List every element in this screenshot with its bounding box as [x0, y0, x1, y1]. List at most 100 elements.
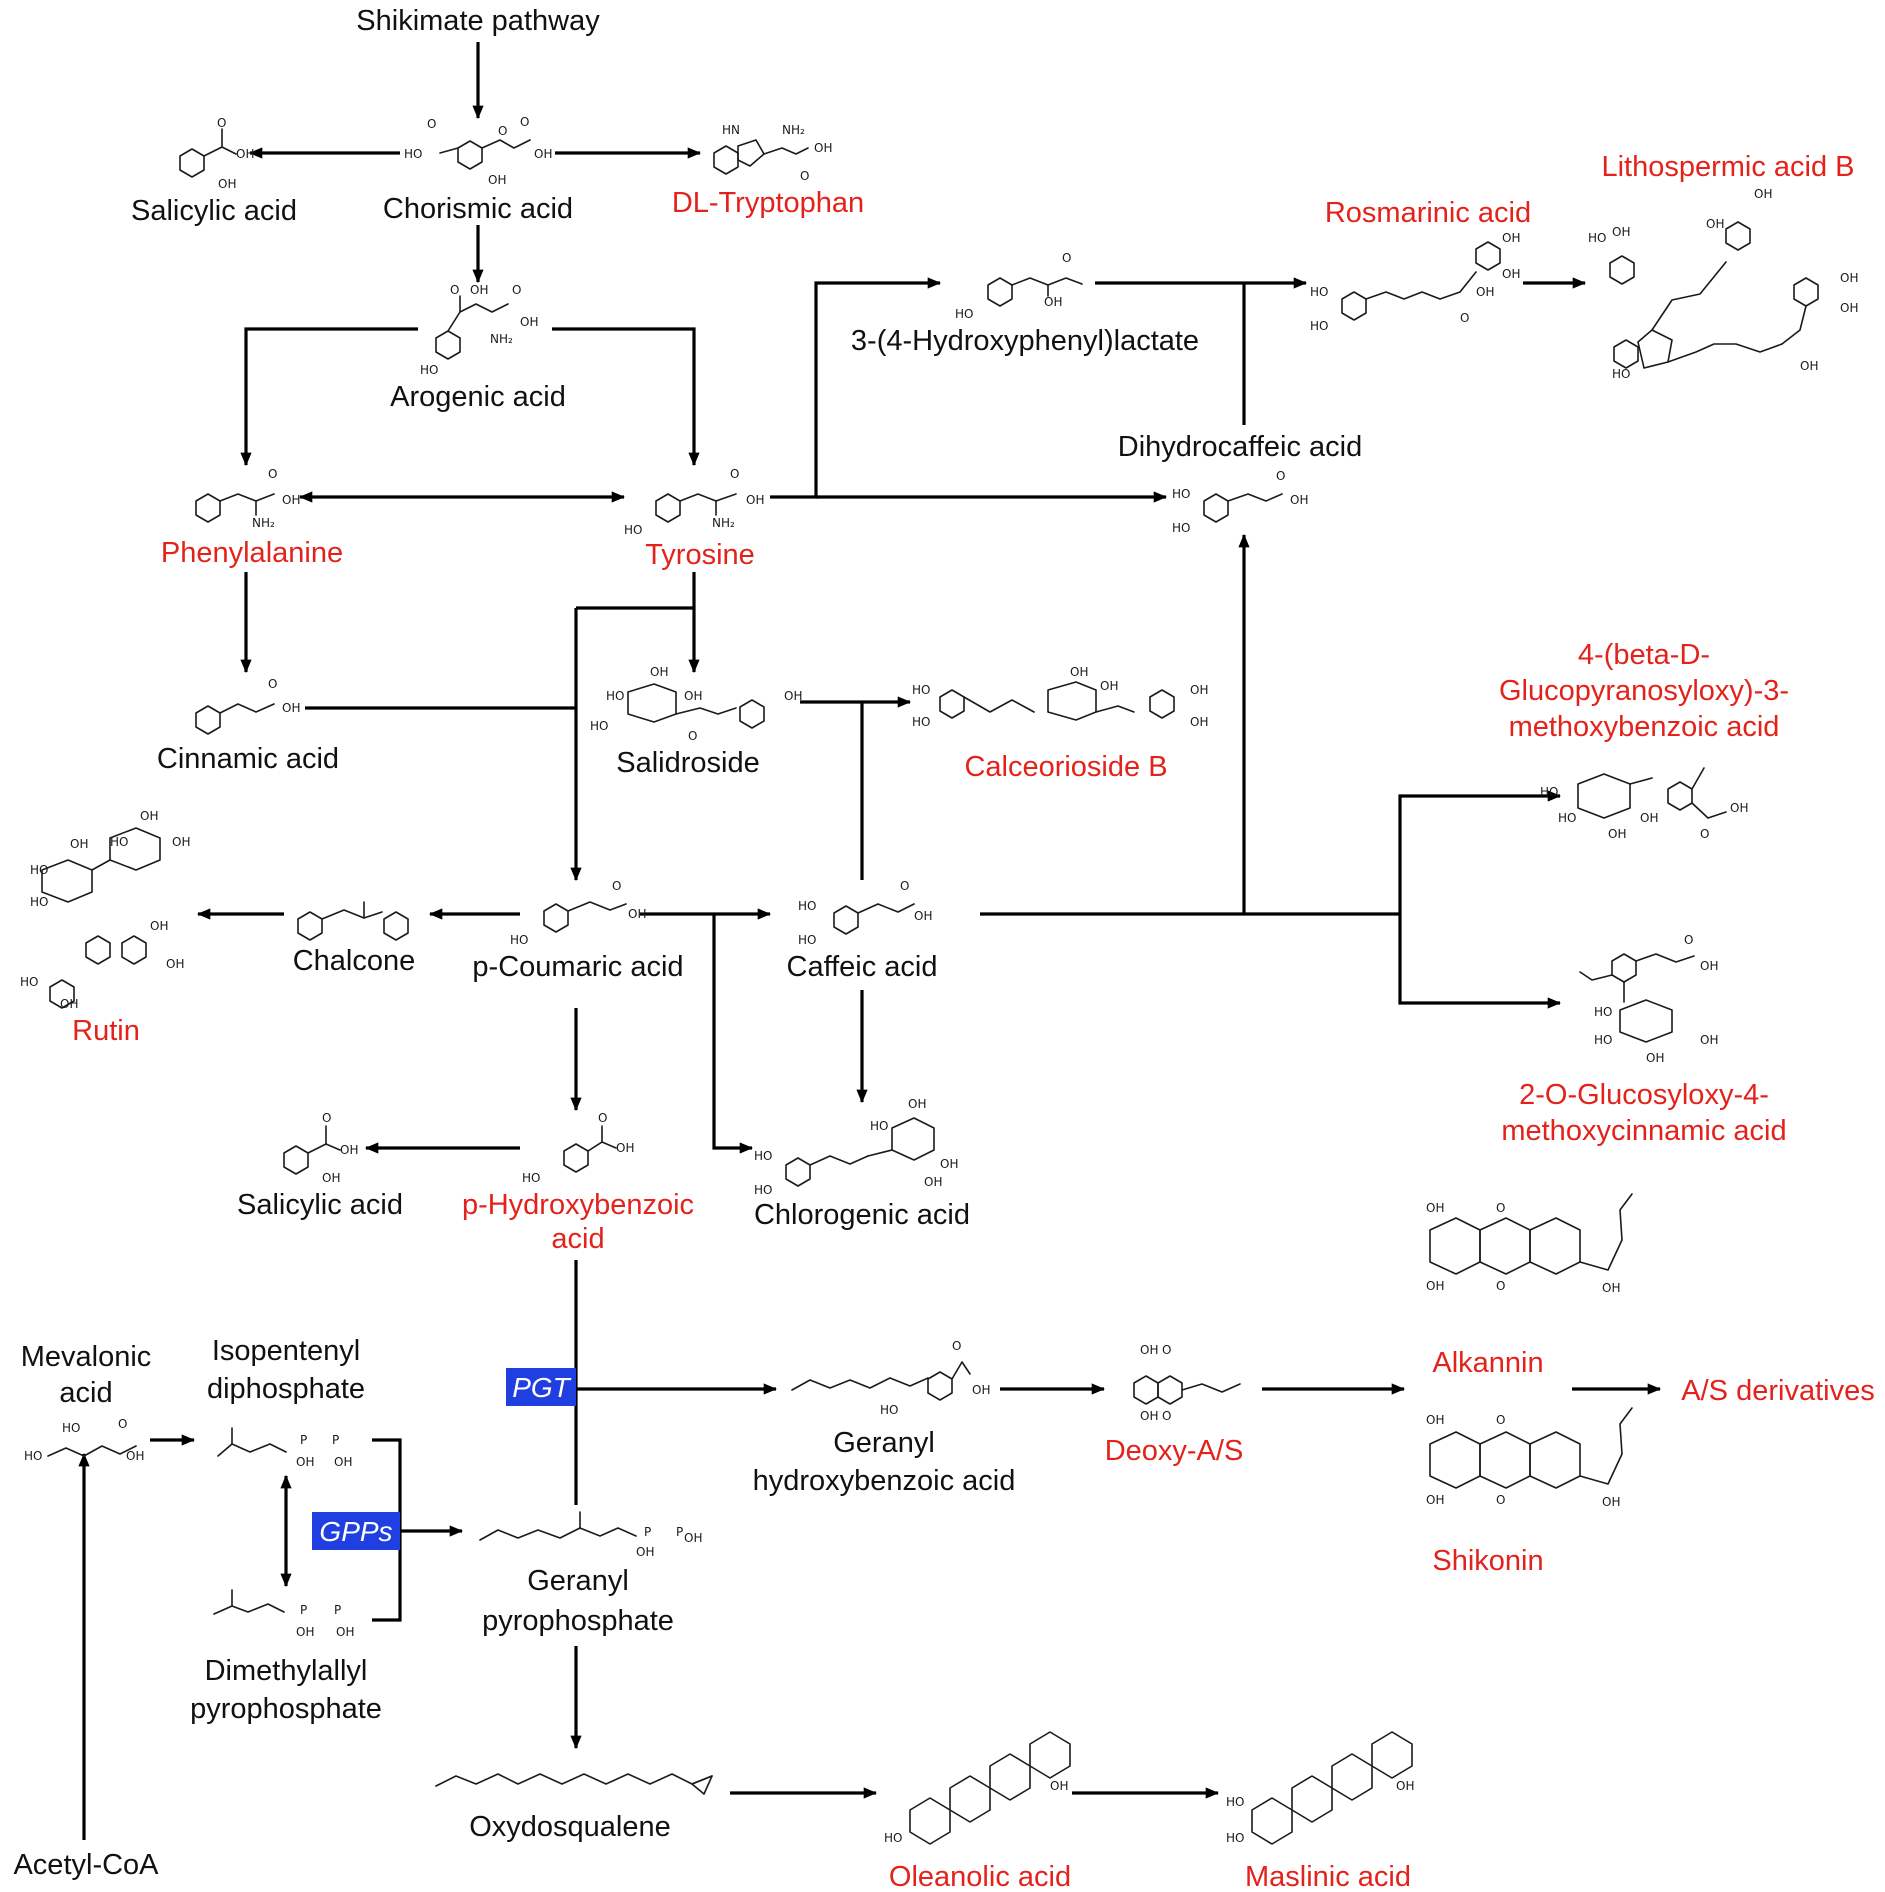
svg-text:O: O [730, 467, 739, 481]
svg-text:OH: OH [940, 1157, 958, 1171]
label-salicylic-acid-mid: Salicylic acid [237, 1189, 403, 1221]
svg-text:OH: OH [236, 147, 254, 161]
svg-text:HO: HO [30, 863, 48, 877]
svg-text:NH₂: NH₂ [712, 516, 735, 530]
svg-text:OH: OH [1426, 1201, 1444, 1215]
svg-text:OH: OH [1050, 1779, 1068, 1793]
svg-text:O: O [1162, 1409, 1171, 1423]
svg-text:HO: HO [522, 1171, 540, 1185]
svg-text:HO: HO [754, 1149, 772, 1163]
svg-text:OH: OH [1190, 683, 1208, 697]
svg-text:OH: OH [470, 283, 488, 297]
svg-text:O: O [952, 1339, 961, 1353]
svg-text:OH: OH [1044, 295, 1062, 309]
svg-text:O: O [217, 116, 226, 130]
svg-text:OH: OH [488, 173, 506, 187]
label-dmapp-line2: pyrophosphate [190, 1693, 382, 1725]
label-calceorioside-b: Calceorioside B [964, 751, 1167, 783]
svg-text:NH₂: NH₂ [252, 516, 275, 530]
svg-text:HO: HO [754, 1183, 772, 1197]
svg-text:OH: OH [1502, 267, 1520, 281]
enzyme-pgt-label: PGT [512, 1372, 571, 1403]
structure-rosmarinic: HO HO OH OH OH O [1310, 231, 1520, 333]
structure-chorismic: HO O O OH O OH [404, 115, 552, 187]
svg-text:HO: HO [870, 1119, 888, 1133]
structure-p-hydroxybenzoic: OH O HO [522, 1111, 634, 1185]
svg-text:OH: OH [140, 809, 158, 823]
structure-phenylalanine: NH₂ OH O [195, 467, 300, 530]
svg-text:OH: OH [1426, 1413, 1444, 1427]
svg-text:HO: HO [912, 715, 930, 729]
svg-text:OH: OH [650, 665, 668, 679]
svg-text:P: P [676, 1525, 683, 1539]
label-dl-tryptophan: DL-Tryptophan [672, 187, 864, 219]
label-dmapp-line1: Dimethylallyl [205, 1655, 368, 1687]
svg-text:HO: HO [62, 1421, 80, 1435]
structure-salicylic-top: OH O OH [179, 116, 254, 191]
svg-text:NH₂: NH₂ [490, 332, 513, 346]
structure-tyrosine: NH₂ OH O HO [624, 467, 764, 537]
svg-text:OH: OH [616, 1141, 634, 1155]
svg-text:OH: OH [1646, 1051, 1664, 1065]
svg-text:OH: OH [218, 177, 236, 191]
svg-text:OH: OH [924, 1175, 942, 1189]
svg-text:O: O [612, 879, 621, 893]
svg-text:OH: OH [1608, 827, 1626, 841]
svg-text:OH: OH [1502, 231, 1520, 245]
svg-text:O: O [512, 283, 521, 297]
label-p-hydroxybenzoic-line2: acid [551, 1223, 604, 1255]
svg-text:OH: OH [1730, 801, 1748, 815]
label-hydroxyphenyl-lactate: 3-(4-Hydroxyphenyl)lactate [851, 325, 1199, 357]
svg-text:HO: HO [880, 1403, 898, 1417]
structure-mevalonic: HO HO OH O [24, 1417, 144, 1463]
svg-text:OH: OH [1602, 1281, 1620, 1295]
structure-salidroside: OH HO OH HO OH O [590, 665, 802, 743]
structure-shikonin: OH O OH O OH [1426, 1407, 1633, 1509]
label-deoxy-as: Deoxy-A/S [1105, 1435, 1244, 1467]
structure-hpl: OH O HO [955, 251, 1083, 321]
svg-text:O: O [1460, 311, 1469, 325]
svg-text:OH: OH [1290, 493, 1308, 507]
svg-text:OH: OH [282, 701, 300, 715]
svg-text:OH: OH [1070, 665, 1088, 679]
structure-salicylic-mid: OH O OH [283, 1111, 358, 1185]
svg-text:HO: HO [798, 933, 816, 947]
svg-text:P: P [644, 1525, 651, 1539]
svg-text:OH: OH [628, 907, 646, 921]
label-dihydrocaffeic-acid: Dihydrocaffeic acid [1118, 431, 1362, 463]
svg-text:OH: OH [282, 493, 300, 507]
label-cinnamic-acid: Cinnamic acid [157, 743, 339, 775]
svg-text:OH: OH [1800, 359, 1818, 373]
svg-text:HO: HO [420, 363, 438, 377]
structure-rutin: OH OH HO HO HO OH OH OH HO OH [20, 809, 190, 1011]
structure-oxydosqualene [435, 1773, 713, 1795]
svg-text:OH: OH [520, 315, 538, 329]
structure-chalcone [297, 901, 409, 941]
label-rutin: Rutin [72, 1015, 140, 1047]
structure-alkannin: OH O OH O OH [1426, 1193, 1633, 1295]
svg-text:HO: HO [1594, 1033, 1612, 1047]
svg-text:O: O [322, 1111, 331, 1125]
svg-text:HO: HO [1540, 785, 1558, 799]
svg-text:HO: HO [1594, 1005, 1612, 1019]
svg-text:O: O [268, 467, 277, 481]
svg-text:HO: HO [1588, 231, 1606, 245]
label-caffeic-acid: Caffeic acid [787, 951, 938, 983]
svg-text:P: P [332, 1433, 339, 1447]
svg-text:O: O [800, 169, 809, 183]
svg-text:HO: HO [955, 307, 973, 321]
svg-text:NH₂: NH₂ [782, 123, 805, 137]
svg-text:OH: OH [296, 1625, 314, 1639]
svg-text:O: O [1684, 933, 1693, 947]
label-glucopyranosyloxy-line2: Glucopyranosyloxy)-3- [1499, 675, 1789, 707]
svg-text:HO: HO [1172, 521, 1190, 535]
label-salicylic-acid-top: Salicylic acid [131, 195, 297, 227]
structure-chlorogenic: HO HO OH HO OH OH [754, 1097, 958, 1197]
label-alkannin: Alkannin [1432, 1347, 1543, 1379]
svg-text:HO: HO [912, 683, 930, 697]
structure-dmapp: P P OH OH [213, 1589, 354, 1639]
label-mevalonic-line1: Mevalonic [21, 1341, 152, 1373]
svg-text:OH: OH [340, 1143, 358, 1157]
svg-text:O: O [900, 879, 909, 893]
